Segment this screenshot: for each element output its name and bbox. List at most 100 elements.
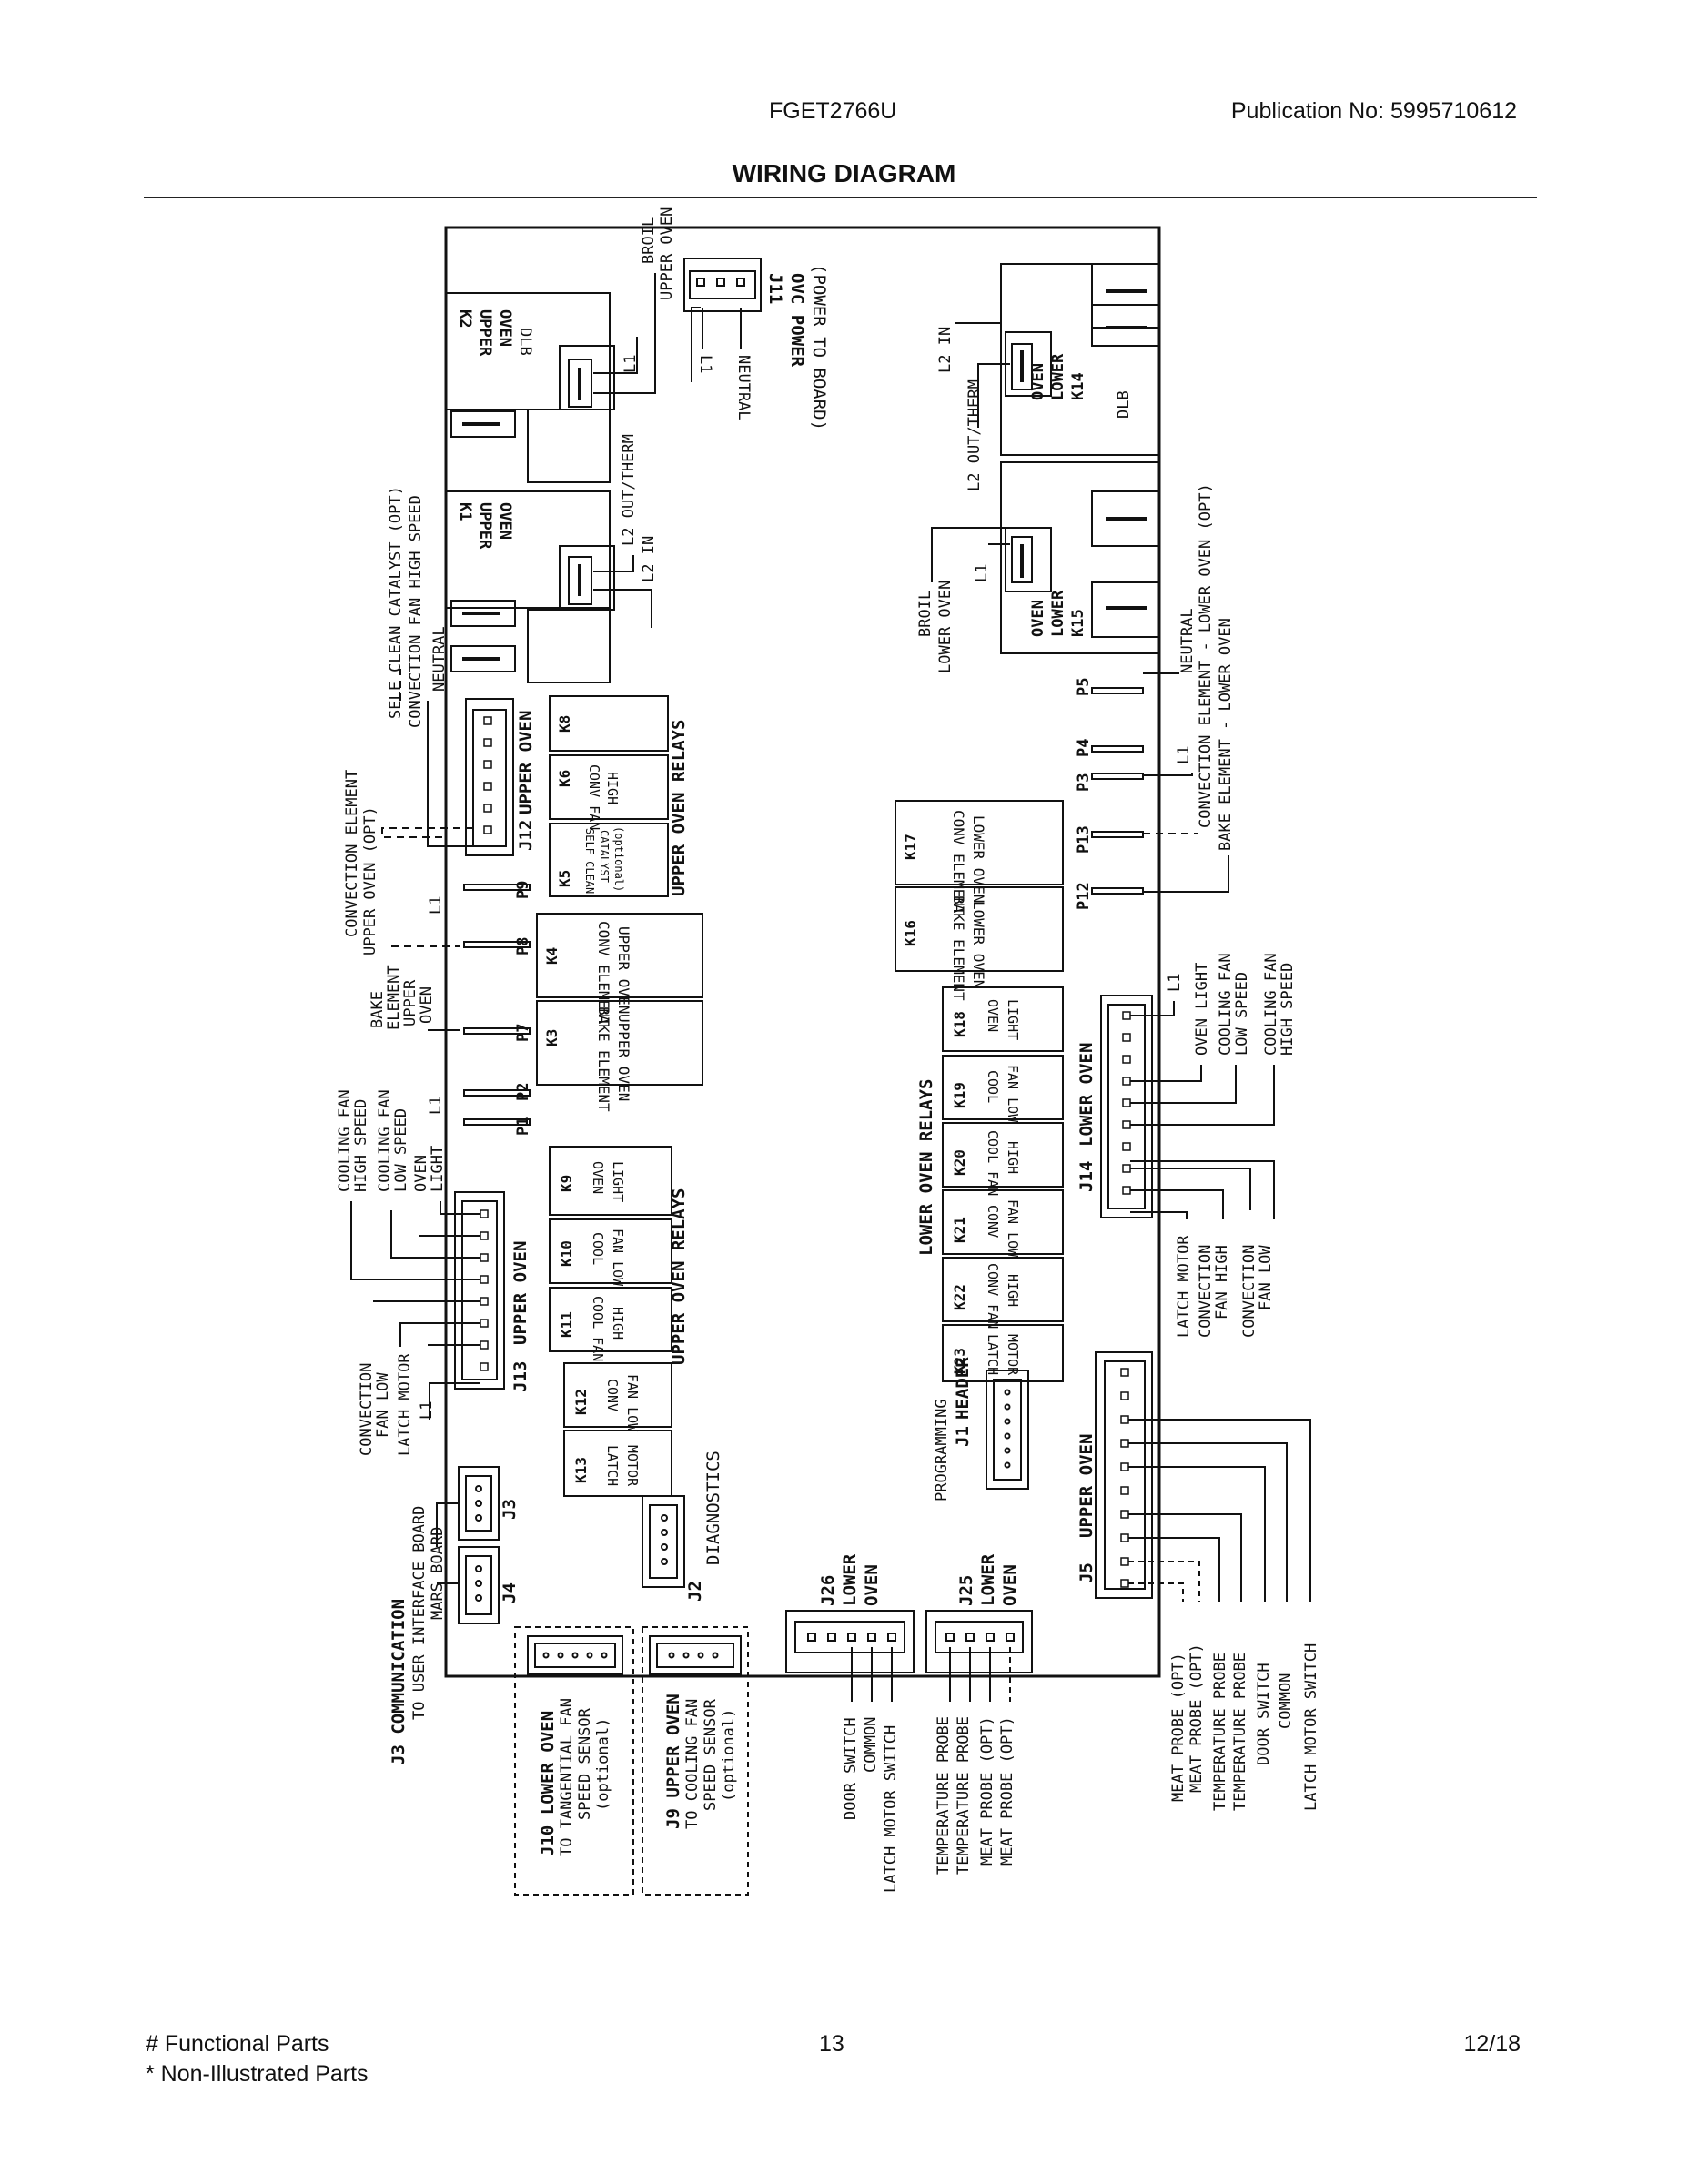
j14-conv-low-label-2: FAN LOW (1257, 1245, 1275, 1310)
k5-id: K5 (556, 870, 573, 887)
svg-text:P9: P9 (514, 881, 532, 899)
relay-k3: K3 BAKE ELEMENT UPPER OVEN (536, 1000, 703, 1112)
j5-wire-6: COMMON (1277, 1673, 1295, 1729)
terminal-p4: P4 (1075, 739, 1144, 757)
k1-line1: UPPER (476, 502, 494, 550)
svg-text:SPEED SENSOR: SPEED SENSOR (576, 1707, 594, 1820)
connector-j25: J25 LOWER OVEN (925, 1553, 1033, 1673)
svg-text:P8: P8 (514, 937, 532, 956)
k14-line3: DLB (1115, 390, 1133, 419)
relay-k23-box: K23 LATCH MOTOR (942, 1324, 1064, 1382)
svg-text:TO COOLING FAN: TO COOLING FAN (683, 1699, 702, 1829)
p9-l1-label: L1 (427, 896, 445, 915)
legend-non-illustrated: * Non-Illustrated Parts (146, 2061, 369, 2087)
connector-j12: J12 UPPER OVEN (465, 698, 536, 856)
j11-name: J11 (765, 273, 785, 304)
connector-j14: J14 LOWER OVEN (1076, 995, 1153, 1218)
j14-conv-low-label-1: CONVECTION (1240, 1245, 1258, 1338)
cooling-fan-high-label-1: COOLING FAN (336, 1089, 354, 1192)
terminal-p12: P12 (1075, 882, 1144, 910)
j26-wire-2: COMMON (862, 1717, 880, 1773)
connector-j9: J9 UPPER OVEN TO COOLING FAN SPEED SENSO… (642, 1626, 749, 1896)
svg-text:LIGHT: LIGHT (1005, 999, 1021, 1040)
svg-text:MOTOR: MOTOR (1005, 1334, 1021, 1376)
svg-text:HIGH: HIGH (1005, 1274, 1021, 1307)
k8-id: K8 (556, 715, 573, 733)
bake-upper-label-2: ELEMENT (385, 965, 403, 1030)
control-board (444, 226, 1161, 1678)
j3-comm-line3: MARS BOARD (429, 1527, 447, 1620)
k15-l1-label: L1 (973, 564, 991, 582)
connector-j4: J4 (458, 1546, 520, 1624)
svg-text:HIGH: HIGH (610, 1307, 626, 1340)
j3-comm-line1: J3 COMMUNICATION (389, 1599, 409, 1765)
relay-k2: K2 UPPER OVEN DLB (445, 292, 615, 483)
svg-text:OVEN: OVEN (590, 1161, 606, 1194)
svg-text:LIGHT: LIGHT (610, 1161, 626, 1202)
svg-text:OVEN: OVEN (985, 999, 1001, 1032)
k1-l2in-label: L2 IN (640, 536, 658, 582)
k15-id: K15 (1069, 609, 1087, 637)
svg-text:FAN LOW: FAN LOW (1005, 1065, 1021, 1123)
k5-line2: CATALYST (598, 830, 611, 883)
k6-id: K6 (556, 770, 573, 787)
k2-l1-label: L1 (622, 355, 640, 373)
terminal-p5: P5 (1075, 678, 1144, 696)
svg-text:K13: K13 (572, 1457, 590, 1483)
relay-k12: K12 CONV FAN LOW (563, 1362, 672, 1432)
j14-cool-high-label-2: HIGH SPEED (1279, 963, 1297, 1056)
svg-text:J5: J5 (1076, 1562, 1097, 1583)
relay-k15: K15 LOWER OVEN (1000, 461, 1160, 654)
connector-j26: J26 LOWER OVEN (785, 1553, 915, 1673)
revision-date: 12/18 (1463, 2031, 1521, 2057)
relay-k10: K10 COOL FAN LOW (549, 1218, 672, 1287)
svg-text:UPPER OVEN: UPPER OVEN (1076, 1434, 1097, 1538)
k14-line1: LOWER (1049, 353, 1067, 400)
relay-k4: K4 CONV ELEMENT UPPER OVEN (536, 913, 703, 1026)
terminal-p7: P7 (463, 1024, 532, 1042)
svg-text:J26: J26 (818, 1575, 838, 1606)
relay-k13: K13 LATCH MOTOR (563, 1430, 672, 1497)
k5-line1: SELF CLEAN (583, 828, 596, 894)
relay-k1: K1 UPPER OVEN (445, 490, 615, 683)
svg-text:K10: K10 (558, 1240, 575, 1267)
j13-line1: UPPER OVEN (510, 1241, 531, 1345)
j14-conv-high-label-1: CONVECTION (1197, 1245, 1215, 1338)
k3-id: K3 (543, 1029, 561, 1046)
svg-text:P5: P5 (1075, 678, 1093, 696)
upper-relays-title-top: UPPER OVEN RELAYS (669, 720, 689, 896)
svg-text:CONV: CONV (604, 1379, 621, 1411)
k1-line2: OVEN (496, 502, 514, 540)
svg-text:COOL: COOL (985, 1070, 1001, 1103)
k15-line2: OVEN (1029, 600, 1047, 637)
terminal-p9: P9 L1 (427, 881, 532, 915)
publication-number: Publication No: 5995710612 (1230, 98, 1517, 124)
k14-l2out-label: L2 OUT/THERM (965, 379, 984, 491)
svg-text:J25: J25 (956, 1575, 976, 1606)
connector-j2: J2 DIAGNOSTICS (642, 1451, 723, 1602)
svg-text:CONV FAN: CONV FAN (985, 1263, 1001, 1329)
svg-text:LOWER OVEN: LOWER OVEN (970, 815, 987, 903)
connector-j10: J10 LOWER OVEN TO TANGENTIAL FAN SPEED S… (514, 1626, 634, 1896)
j5-wire-1: MEAT PROBE (OPT) (1169, 1653, 1188, 1802)
broil-upper-label-1: BROIL (640, 217, 658, 264)
svg-text:K21: K21 (951, 1217, 968, 1243)
conv-elem-upper-label-1: CONVECTION ELEMENT (343, 770, 361, 937)
k4-line2: UPPER OVEN (615, 926, 632, 1014)
relay-k14: K14 LOWER OVEN DLB (1000, 263, 1160, 456)
j12-line1: UPPER OVEN (516, 711, 536, 814)
relay-k5: K5 SELF CLEAN CATALYST (optional) (549, 823, 669, 897)
j26-wire-1: DOOR SWITCH (842, 1717, 860, 1820)
relay-k18: K18 OVEN LIGHT (942, 986, 1064, 1052)
svg-text:(optional): (optional) (720, 1709, 738, 1802)
j25-wire-2: TEMPERATURE PROBE (955, 1716, 973, 1875)
svg-text:K22: K22 (951, 1284, 968, 1310)
j5-wire-4: TEMPERATURE PROBE (1231, 1653, 1249, 1811)
j25-wire-4: MEAT PROBE (OPT) (998, 1716, 1016, 1866)
j14-oven-light-label: OVEN LIGHT (1193, 963, 1211, 1056)
conv-elem-lower-label: CONVECTION ELEMENT - LOWER OVEN (OPT) (1197, 483, 1215, 828)
svg-text:P3: P3 (1075, 774, 1093, 792)
j11-l1-label: L1 (696, 355, 714, 373)
svg-text:K12: K12 (572, 1389, 590, 1415)
